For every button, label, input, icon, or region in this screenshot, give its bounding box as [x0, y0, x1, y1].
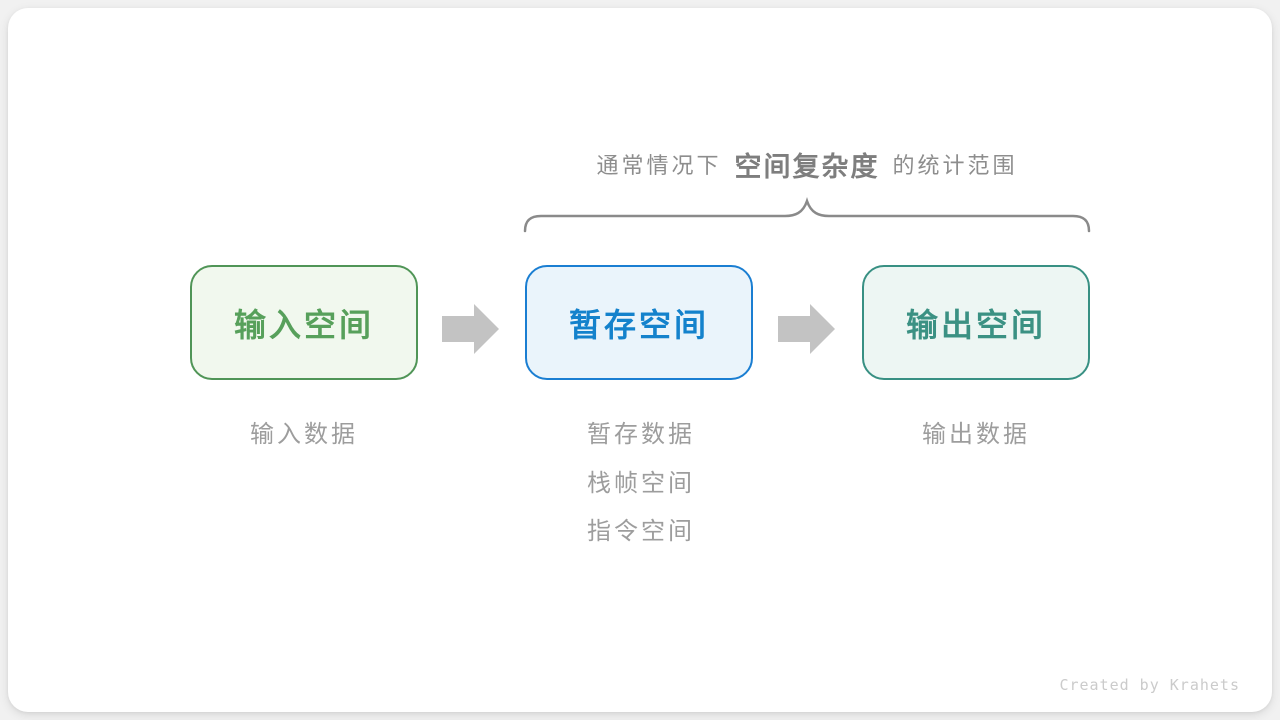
arrow-right-icon [442, 304, 499, 354]
watermark: Created by Krahets [1059, 676, 1240, 694]
temp-space-label: 暂存空间 [568, 306, 709, 343]
output-space-label: 输出空间 [905, 306, 1046, 343]
arrow-right-icon [778, 304, 835, 354]
title-highlight: 空间复杂度 [734, 151, 880, 182]
temp-space-note: 暂存数据 栈帧空间 指令空间 [491, 411, 791, 557]
note-line: 栈帧空间 [587, 469, 695, 497]
output-space-note: 输出数据 [826, 411, 1126, 460]
note-line: 指令空间 [587, 518, 695, 545]
temp-space-box: 暂存空间 [525, 265, 753, 380]
diagram-title: 通常情况下 空间复杂度 的统计范围 [447, 144, 1167, 184]
title-suffix: 的统计范围 [892, 153, 1018, 178]
input-space-label: 输入空间 [233, 306, 374, 343]
input-space-note: 输入数据 [154, 411, 454, 460]
input-space-box: 输入空间 [190, 265, 418, 380]
scope-brace-icon [523, 197, 1091, 233]
note-line: 输入数据 [250, 421, 358, 448]
note-line: 输出数据 [922, 421, 1030, 448]
output-space-box: 输出空间 [862, 265, 1090, 380]
note-line: 暂存数据 [587, 421, 695, 448]
title-prefix: 通常情况下 [596, 153, 722, 178]
